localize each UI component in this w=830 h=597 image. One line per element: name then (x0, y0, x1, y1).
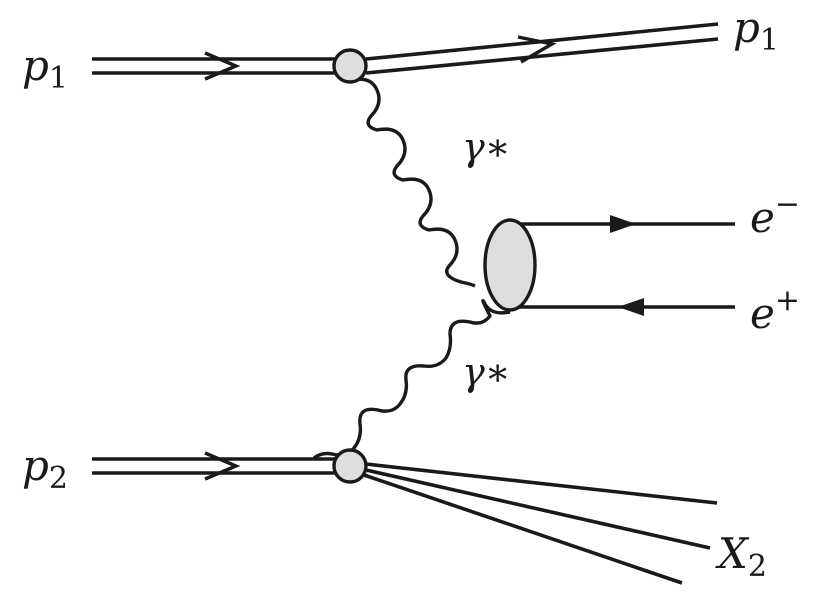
label-photon-top: γ∗ (462, 125, 511, 169)
vertex-central-blob (483, 218, 537, 312)
proton-1-incoming-arrow (204, 51, 241, 81)
photon-top-wavy-line (350, 77, 476, 288)
positron-line (510, 298, 735, 316)
proton-2-incoming-line (92, 451, 335, 481)
x2-outgoing-lines (363, 462, 718, 585)
proton-1-outgoing-arrow (517, 35, 557, 64)
proton-1-incoming-line (92, 51, 335, 81)
proton-1-outgoing-line (365, 22, 719, 75)
label-p1-incoming: p1 (22, 41, 68, 96)
label-p2-incoming: p2 (22, 441, 68, 496)
label-photon-bottom: γ∗ (462, 350, 511, 394)
electron-line (510, 215, 735, 233)
positron-arrow (618, 298, 644, 316)
vertex-top (332, 48, 368, 84)
label-positron: e+ (750, 283, 800, 338)
vertex-bottom (332, 448, 368, 484)
photon-bottom-wavy-line (312, 298, 511, 460)
label-electron: e− (750, 187, 800, 242)
electron-arrow (610, 215, 636, 233)
label-x2: X2 (715, 529, 767, 584)
label-p1-outgoing: p1 (733, 3, 779, 58)
proton-2-incoming-arrow (204, 451, 241, 481)
